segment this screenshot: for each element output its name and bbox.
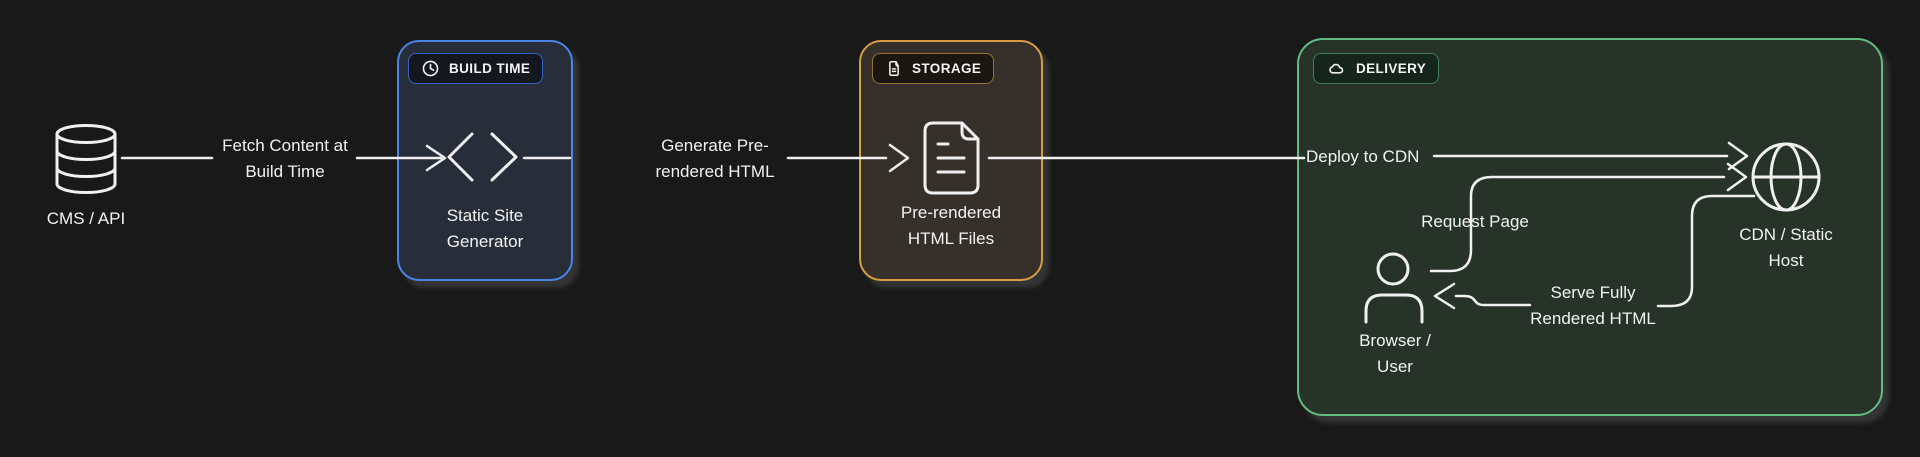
serve-html-edge-label: Serve Fully Rendered HTML	[1530, 283, 1656, 328]
storage-badge-label: STORAGE	[912, 61, 982, 76]
prerendered-files-label: Pre-rendered HTML Files	[900, 203, 1002, 248]
generate-html-edge-label: Generate Pre- rendered HTML	[655, 136, 775, 181]
deploy-cdn-edge-label: Deploy to CDN	[1306, 147, 1420, 166]
cms-api-label: CMS / API	[46, 209, 126, 228]
cloud-icon	[1329, 63, 1344, 74]
build-time-badge: BUILD TIME	[408, 53, 544, 84]
database-icon	[55, 124, 117, 194]
delivery-badge-label: DELIVERY	[1356, 61, 1427, 76]
fetch-content-edge-label: Fetch Content at Build Time	[222, 136, 348, 181]
file-icon	[889, 60, 899, 77]
cdn-static-host-label: CDN / Static Host	[1739, 225, 1833, 270]
storage-badge: STORAGE	[872, 53, 995, 84]
static-site-generator-label: Static Site Generator	[446, 206, 524, 251]
clock-icon	[422, 60, 439, 77]
build-time-badge-label: BUILD TIME	[449, 61, 531, 76]
delivery-badge: DELIVERY	[1313, 53, 1440, 84]
browser-user-label: Browser / User	[1359, 331, 1431, 376]
request-page-edge-label: Request Page	[1421, 212, 1529, 231]
